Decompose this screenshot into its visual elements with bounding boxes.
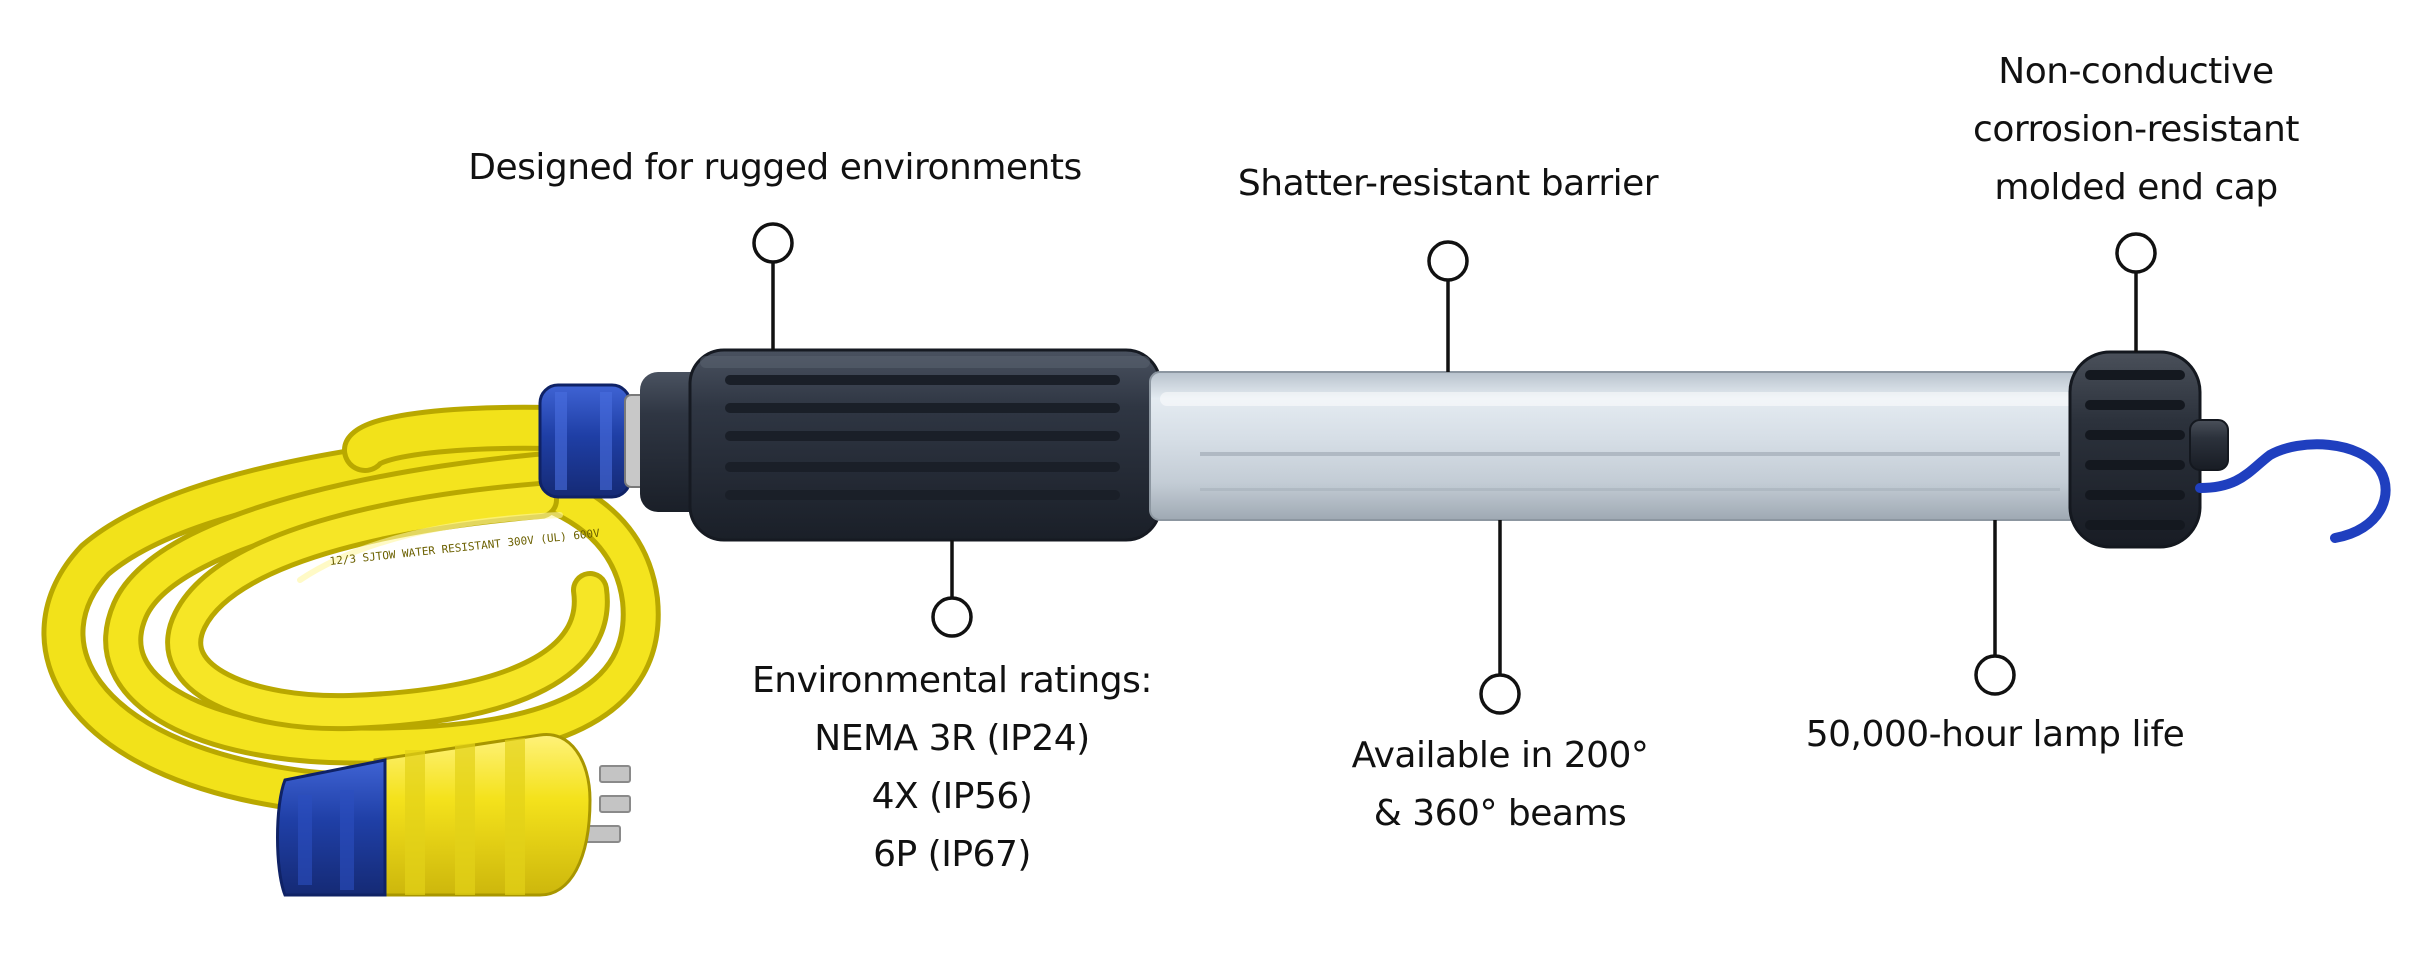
leader-circle bbox=[1974, 654, 2016, 696]
plug-prong bbox=[599, 765, 631, 783]
callout-line: NEMA 3R (IP24) bbox=[814, 718, 1090, 759]
callout-line: 4X (IP56) bbox=[871, 776, 1033, 817]
callout-line: corrosion-resistant bbox=[1973, 109, 2299, 150]
plug-body bbox=[373, 732, 592, 897]
plug-collar bbox=[276, 758, 387, 897]
callout-line: Shatter-resistant barrier bbox=[1237, 163, 1659, 204]
callout-lamp-life: 50,000-hour lamp life bbox=[1806, 706, 2185, 764]
callout-environmental-ratings: Environmental ratings: NEMA 3R (IP24) 4X… bbox=[752, 652, 1152, 884]
shatter-resistant-tube bbox=[1149, 371, 2101, 521]
callout-line: Environmental ratings: bbox=[752, 660, 1152, 701]
callout-shatter-resistant: Shatter-resistant barrier bbox=[1237, 155, 1659, 213]
hanging-hook bbox=[2195, 439, 2391, 543]
callout-line: 50,000-hour lamp life bbox=[1805, 714, 2185, 755]
leader-circle bbox=[2115, 232, 2157, 274]
leader-circle bbox=[752, 222, 794, 264]
callout-line: molded end cap bbox=[1994, 167, 2278, 208]
callout-rugged: Designed for rugged environments bbox=[468, 139, 1082, 197]
molded-end-cap bbox=[2068, 350, 2229, 549]
cord-connector bbox=[538, 383, 654, 499]
callout-line: Designed for rugged environments bbox=[468, 147, 1082, 188]
callout-leaders bbox=[752, 222, 2157, 715]
leader-circle bbox=[1479, 673, 1521, 715]
callout-line: Non-conductive bbox=[1998, 51, 2274, 92]
rubber-handle bbox=[640, 348, 1162, 542]
callout-line: Available in 200° bbox=[1351, 735, 1649, 776]
callout-beams: Available in 200° & 360° beams bbox=[1352, 727, 1649, 843]
callout-end-cap: Non-conductive corrosion-resistant molde… bbox=[1973, 43, 2299, 217]
plug bbox=[276, 732, 631, 897]
leader-circle bbox=[931, 596, 973, 638]
callout-line: & 360° beams bbox=[1373, 793, 1627, 834]
leader-circle bbox=[1427, 240, 1469, 282]
callout-line: 6P (IP67) bbox=[873, 834, 1031, 875]
plug-prong bbox=[599, 795, 631, 813]
